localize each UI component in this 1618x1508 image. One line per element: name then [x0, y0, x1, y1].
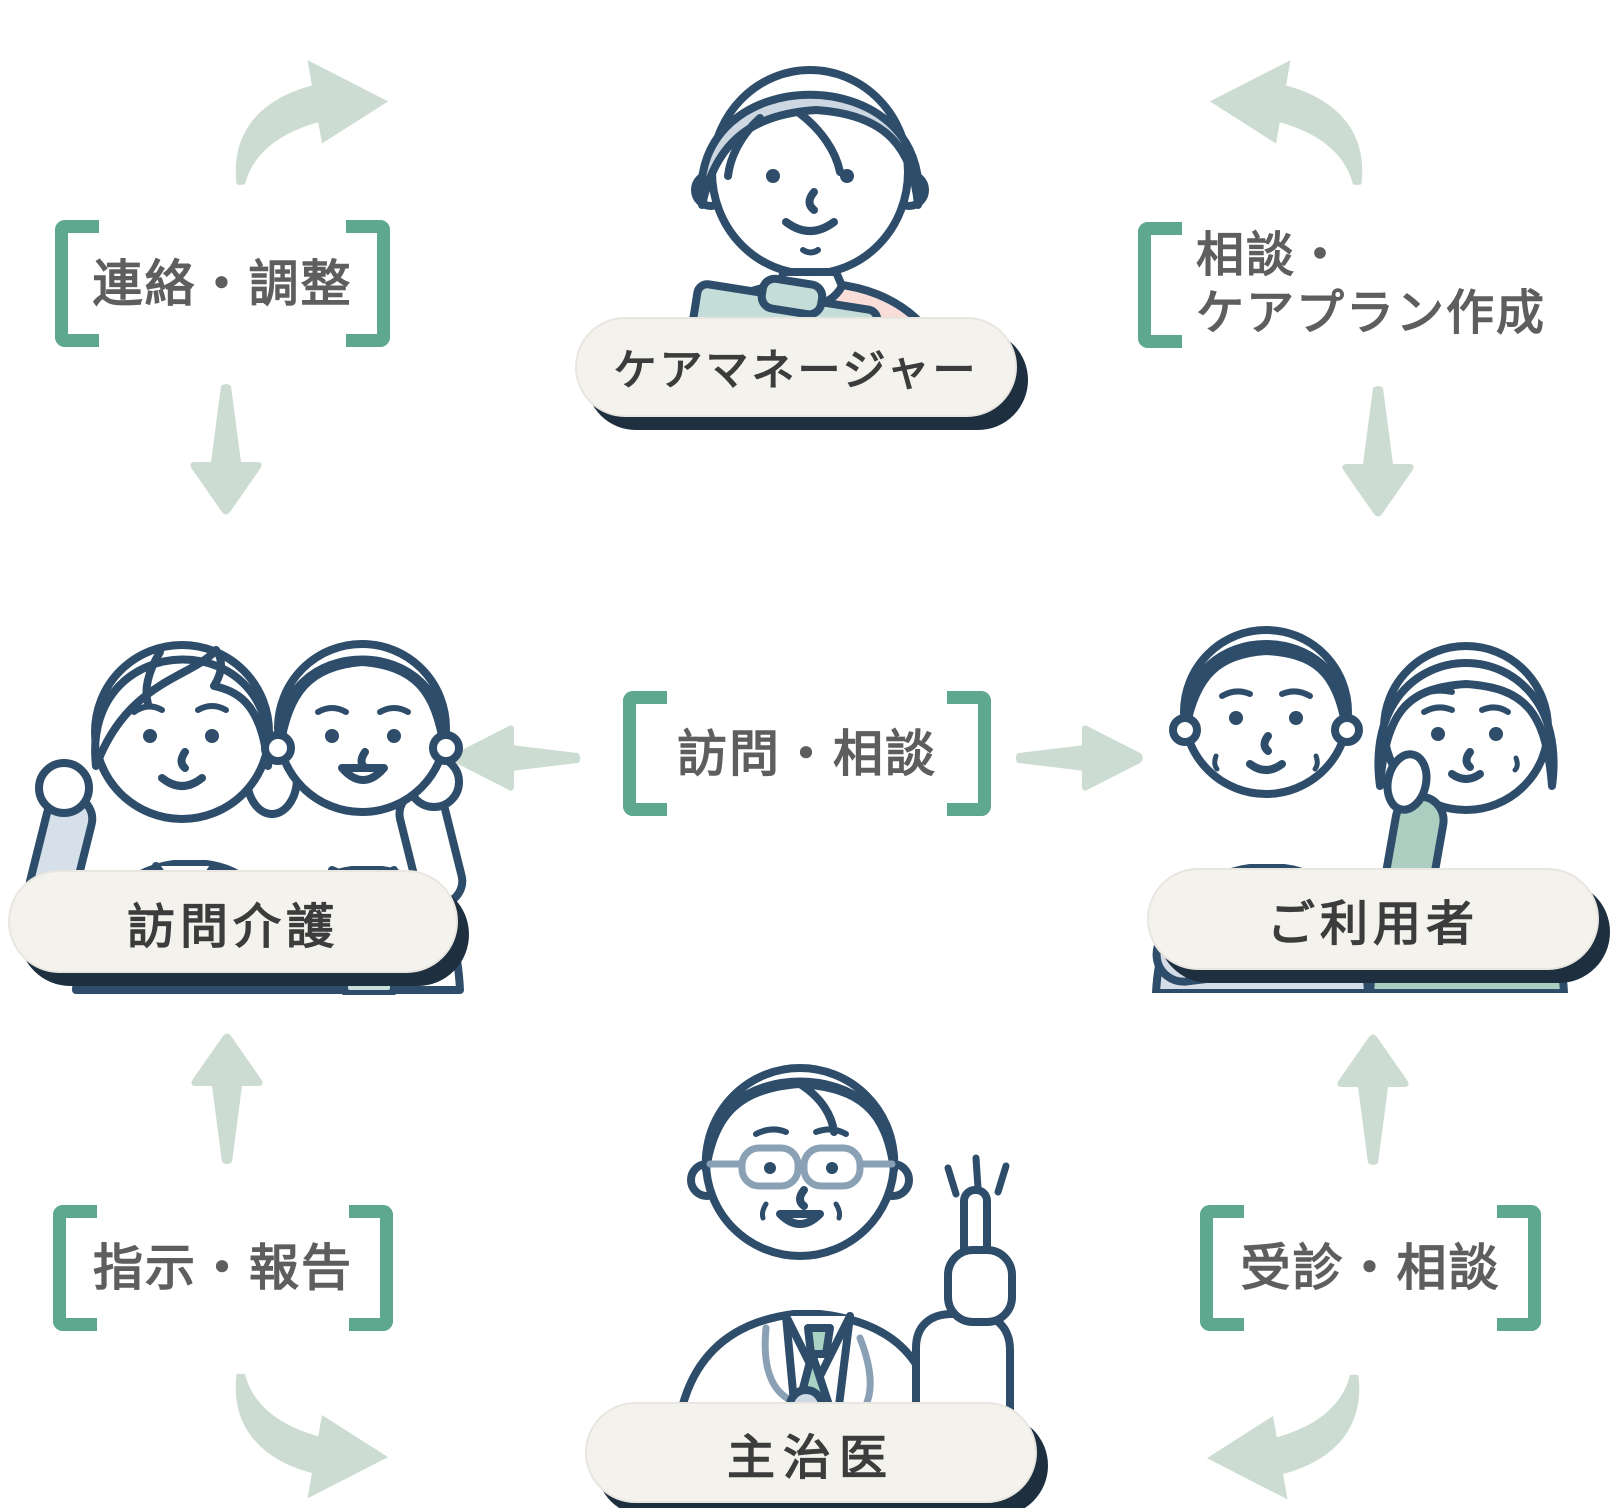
curved-arrow-up-right-icon — [227, 58, 390, 190]
down-arrow-right-icon — [1340, 382, 1416, 525]
curved-arrow-down-left-icon — [1205, 1372, 1368, 1508]
relation-label-line2: ケアプラン作成 — [1196, 287, 1547, 340]
relation-label-instruction-report: 指示・報告 — [53, 1205, 393, 1331]
down-arrow-left-icon — [188, 382, 264, 521]
curved-arrow-up-left-icon — [1208, 58, 1371, 190]
left-arrow-icon — [451, 723, 583, 798]
up-arrow-left-icon — [189, 1030, 265, 1173]
up-arrow-right-icon — [1335, 1030, 1411, 1175]
relation-label-contact-coordination: 連絡・調整 — [55, 220, 390, 347]
relation-label-consultation-careplan: 相談・ ケアプラン作成 — [1138, 222, 1618, 348]
node-label-care-manager: ケアマネージャー — [575, 317, 1017, 417]
curved-arrow-down-right-icon — [227, 1372, 390, 1507]
relation-label-line1: 相談・ — [1196, 229, 1347, 283]
node-label-doctor: 主治医 — [585, 1402, 1037, 1503]
node-label-users: ご利用者 — [1147, 868, 1599, 970]
relation-label-checkup-consultation: 受診・相談 — [1200, 1205, 1541, 1331]
node-label-home-care: 訪問介護 — [8, 870, 458, 973]
relation-label-visit-consultation: 訪問・相談 — [623, 691, 991, 816]
glasses — [706, 1144, 896, 1190]
doctor-illustration — [672, 1064, 1016, 1446]
